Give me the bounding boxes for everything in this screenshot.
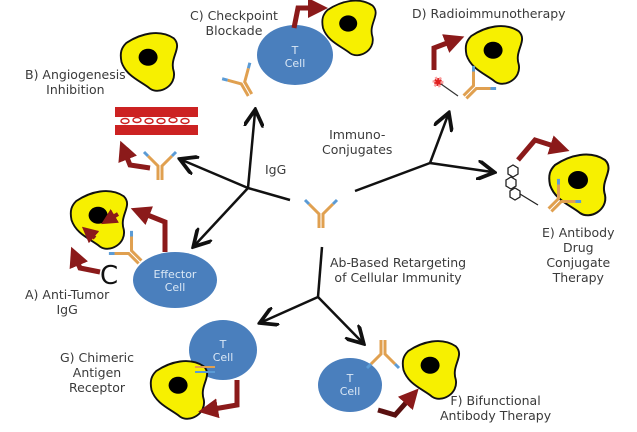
t-cell-g bbox=[189, 320, 257, 380]
red-arrow-g bbox=[198, 380, 240, 419]
tumor-cell-g bbox=[149, 360, 209, 420]
tumor-cell-a bbox=[69, 190, 129, 250]
center-antibody-icon bbox=[303, 198, 339, 230]
label-d: D) Radioimmunotherapy bbox=[412, 6, 566, 21]
branch-label-igg: IgG bbox=[265, 162, 287, 177]
branch-label-immunoconjugates: Immuno-Conjugates bbox=[322, 127, 393, 157]
complement-glyph: C bbox=[100, 261, 119, 291]
red-arrow-a1 bbox=[130, 206, 168, 252]
t-cell-f bbox=[318, 358, 382, 412]
immunoconjugates-branch-arrows bbox=[354, 115, 492, 193]
igg-branch-arrows bbox=[182, 112, 291, 245]
tumor-cell-b bbox=[119, 32, 179, 92]
t-cell-c bbox=[257, 25, 333, 85]
red-arrow-c bbox=[291, 0, 328, 29]
radioisotope-icon bbox=[432, 76, 444, 88]
tumor-cell-f bbox=[401, 340, 461, 400]
drug-payload-icon bbox=[505, 164, 539, 206]
red-arrow-a2 bbox=[69, 246, 101, 275]
antibody-f-icon bbox=[365, 338, 401, 370]
retargeting-branch-arrows bbox=[262, 246, 362, 342]
antibody-c-icon bbox=[220, 61, 266, 105]
effector-cell bbox=[133, 252, 217, 308]
red-arrow-f bbox=[377, 388, 419, 418]
red-arrow-b bbox=[118, 140, 151, 171]
red-arrow-e bbox=[516, 135, 570, 162]
blood-vessel-icon bbox=[115, 107, 198, 135]
red-arrow-d bbox=[431, 34, 465, 70]
